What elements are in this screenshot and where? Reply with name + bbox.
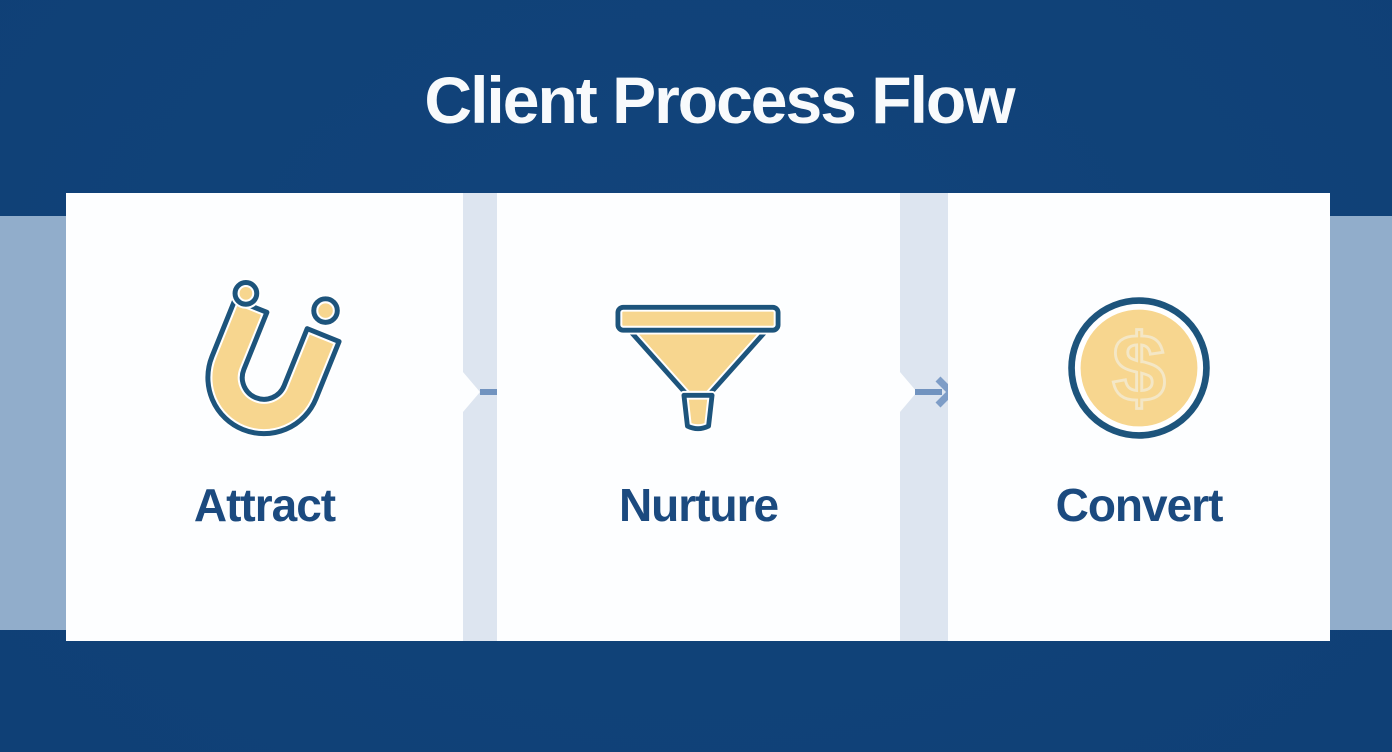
funnel-icon <box>613 302 783 434</box>
connector-attract-to-nurture <box>463 193 521 641</box>
step-label-convert: Convert <box>1055 479 1224 531</box>
coin-icon: $ <box>1068 297 1210 439</box>
connector-notch <box>900 372 917 412</box>
step-card-nurture: Nurture <box>497 193 900 641</box>
dollar-sign-icon: $ <box>1112 313 1166 422</box>
step-label-nurture: Nurture <box>618 479 779 531</box>
step-card-attract: Attract <box>66 193 463 641</box>
page-title: Client Process Flow <box>424 63 1015 137</box>
step-label-attract: Attract <box>193 479 336 531</box>
magnet-icon <box>203 278 344 439</box>
step-card-convert: $ Convert <box>948 193 1330 641</box>
connector-notch <box>463 372 480 412</box>
connector-nurture-to-convert <box>900 193 956 641</box>
